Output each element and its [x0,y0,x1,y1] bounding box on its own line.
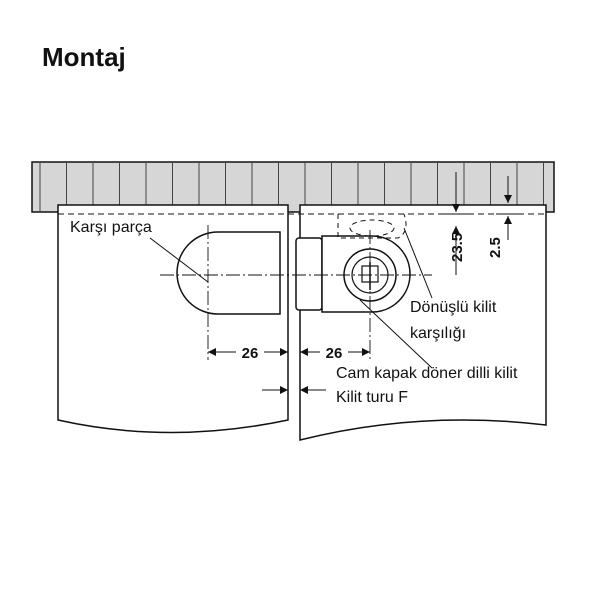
dimension-2-5: 2.5 [487,176,520,258]
dimension-left-26: 26 [208,340,288,362]
dimension-23-5-value: 23.5 [449,233,466,262]
label-lock-type: Kilit turu F [336,389,408,406]
dimension-23-5: 23.5 [440,172,470,275]
dimension-right-26: 26 [300,340,370,362]
swivel-lock-counterpart-hidden [337,213,407,239]
leader-glass-door-lock [359,299,433,369]
label-swivel-lock-counterpart: karşılığı [410,325,466,342]
leader-counter-piece [149,237,209,283]
label-glass-door-lock: Cam kapak döner dilli kilit [336,365,518,382]
cabinet-top [31,161,555,213]
label-swivel-lock: Dönüşlü kilit [410,299,497,316]
dimension-2-5-value: 2.5 [487,237,504,258]
shelf-ribs [39,163,544,211]
lock-body [295,235,411,313]
dimension-left-value: 26 [242,345,259,362]
dimension-right-value: 26 [326,345,343,362]
counter-piece [176,231,281,315]
page-title: Montaj [42,42,126,72]
leader-swivel-lock [403,227,433,299]
label-counter-piece: Karşı parça [70,219,152,236]
swivel-lock-counterpart-ellipse [349,219,395,237]
